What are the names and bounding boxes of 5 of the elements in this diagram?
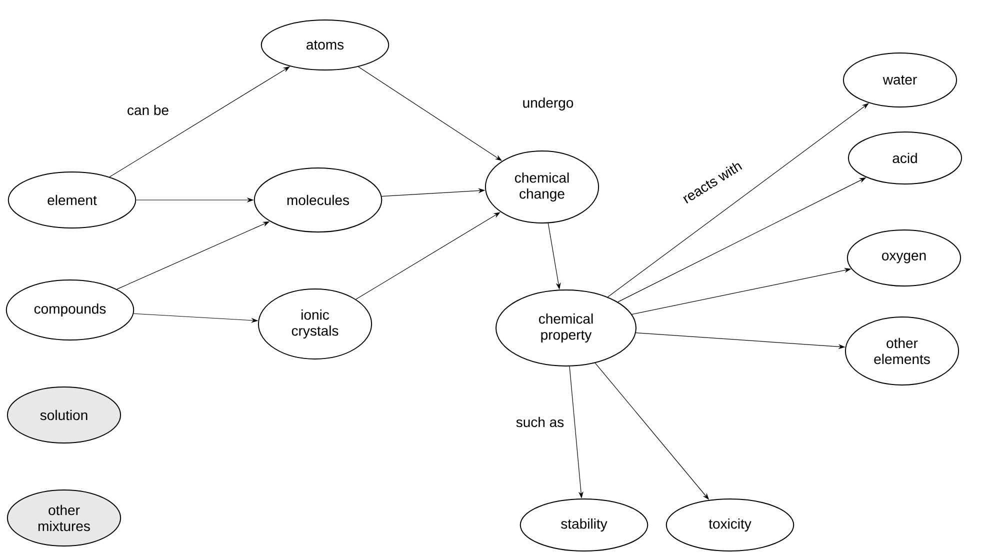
- edge-label: undergo: [521, 96, 575, 112]
- edge-label: such as: [514, 416, 566, 428]
- edge-label: can be: [126, 104, 170, 116]
- arrow: [607, 103, 869, 298]
- arrow: [356, 212, 500, 300]
